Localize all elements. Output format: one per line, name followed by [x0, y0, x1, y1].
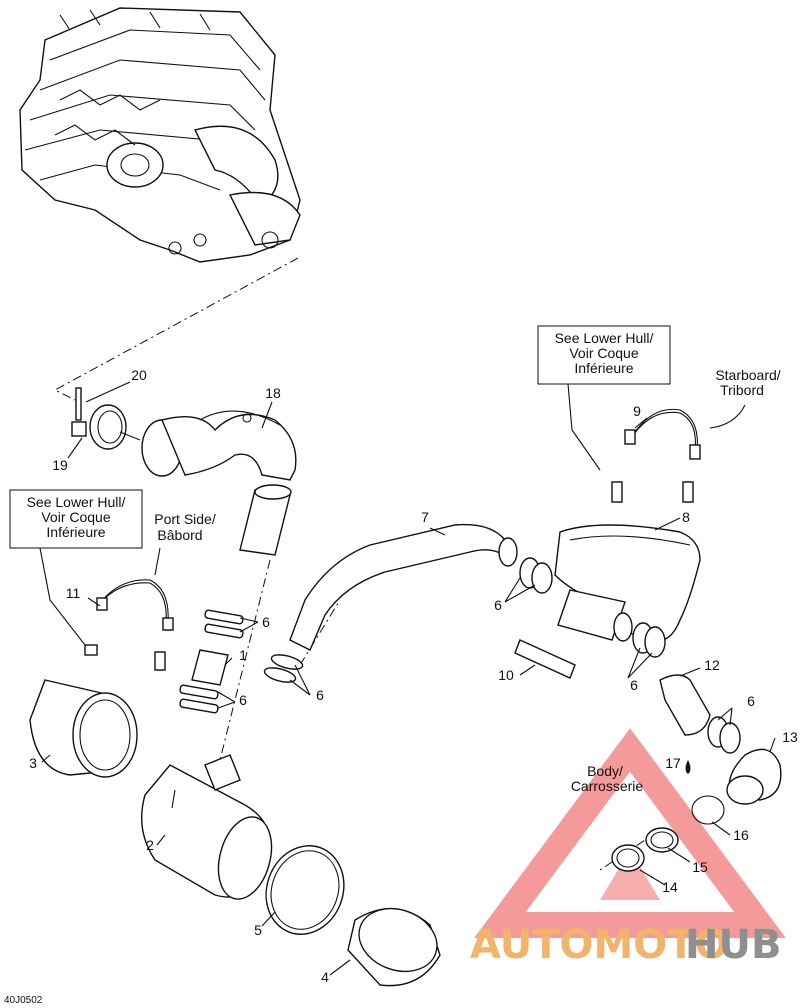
end-cap-4: [347, 907, 441, 987]
callout-3: 3: [29, 755, 37, 771]
callout-13: 13: [782, 729, 798, 745]
svg-text:Inférieure: Inférieure: [46, 524, 105, 540]
callout-15: 15: [692, 859, 708, 875]
svg-text:Starboard/: Starboard/: [715, 367, 780, 383]
callout-18: 18: [265, 385, 281, 401]
svg-text:See Lower Hull/: See Lower Hull/: [555, 330, 654, 346]
callout-1: 1: [239, 647, 247, 663]
callout-6b: 6: [239, 692, 247, 708]
svg-text:AUTOMOTO: AUTOMOTO: [470, 922, 729, 968]
label-port: Port Side/ Bâbord: [154, 511, 216, 543]
svg-text:Port Side/: Port Side/: [154, 511, 216, 527]
svg-text:See Lower Hull/: See Lower Hull/: [27, 494, 126, 510]
box-lower-hull-right: See Lower Hull/ Voir Coque Inférieure: [537, 325, 671, 385]
svg-text:Tribord: Tribord: [720, 382, 764, 398]
callout-10: 10: [498, 667, 514, 683]
callout-11: 11: [66, 585, 81, 601]
callout-7: 7: [421, 509, 429, 525]
center-lines: [53, 257, 661, 871]
callout-14: 14: [662, 879, 678, 895]
leader-lines: [39, 381, 776, 976]
callout-16: 16: [733, 827, 749, 843]
callout-4: 4: [321, 969, 329, 985]
coupler-1: [191, 649, 229, 686]
callout-6a: 6: [262, 614, 270, 630]
engine-illustration: [19, 7, 301, 263]
callout-6e: 6: [630, 677, 638, 693]
oring-16: [691, 795, 725, 825]
strap-9: [611, 408, 701, 503]
svg-text:Inférieure: Inférieure: [574, 360, 633, 376]
elbow-12: [659, 674, 711, 736]
drop-17-icon: [685, 760, 691, 774]
callout-17: 17: [665, 755, 681, 771]
callout-12: 12: [704, 657, 720, 673]
callout-9: 9: [633, 403, 641, 419]
svg-text:HUB: HUB: [685, 922, 781, 968]
fitting-14: [611, 844, 645, 872]
callout-6f: 6: [747, 693, 755, 709]
watermark-text: AUTOMOTO HUB: [470, 922, 781, 968]
svg-text:Bâbord: Bâbord: [157, 527, 202, 543]
box-lower-hull-left: See Lower Hull/ Voir Coque Inférieure: [9, 489, 143, 549]
label-body: Body/ Carrosserie: [571, 763, 644, 794]
strip-10: [514, 639, 576, 679]
pipe-7: [289, 523, 518, 651]
clamps-6-right: [707, 716, 741, 754]
callout-2: 2: [146, 837, 154, 853]
callout-20: 20: [131, 367, 147, 383]
muffler-3: [29, 679, 138, 778]
clamps-6-middle: [263, 557, 553, 683]
svg-text:Body/: Body/: [587, 763, 623, 779]
strap-11: [84, 579, 174, 671]
callout-8: 8: [682, 509, 690, 525]
svg-text:Voir Coque: Voir Coque: [41, 509, 110, 525]
callout-5: 5: [254, 922, 262, 938]
callout-numbers: 20 18 19 9 8 7 11 6 6 6 6 6 6 1 10 12 13…: [29, 367, 798, 985]
ring-15: [645, 827, 679, 853]
muffler-2: [140, 754, 273, 900]
exhaust-elbow-18: [141, 410, 297, 481]
svg-text:Carrosserie: Carrosserie: [571, 778, 644, 794]
bolt-20: [75, 387, 82, 421]
watermark-triangle: [474, 728, 786, 938]
figure-code: 40J0502: [4, 995, 43, 1006]
elbow-13: [726, 748, 782, 805]
callout-6c: 6: [316, 687, 324, 703]
resonator-8: [554, 524, 701, 658]
pipe-18: [239, 484, 292, 556]
clamp-19: [71, 404, 127, 450]
ring-5: [265, 845, 345, 935]
label-starboard: Starboard/ Tribord: [715, 367, 780, 398]
svg-text:Voir Coque: Voir Coque: [569, 345, 638, 361]
callout-6d: 6: [494, 597, 502, 613]
clamps-6-left: [179, 609, 244, 714]
callout-19: 19: [52, 457, 68, 473]
